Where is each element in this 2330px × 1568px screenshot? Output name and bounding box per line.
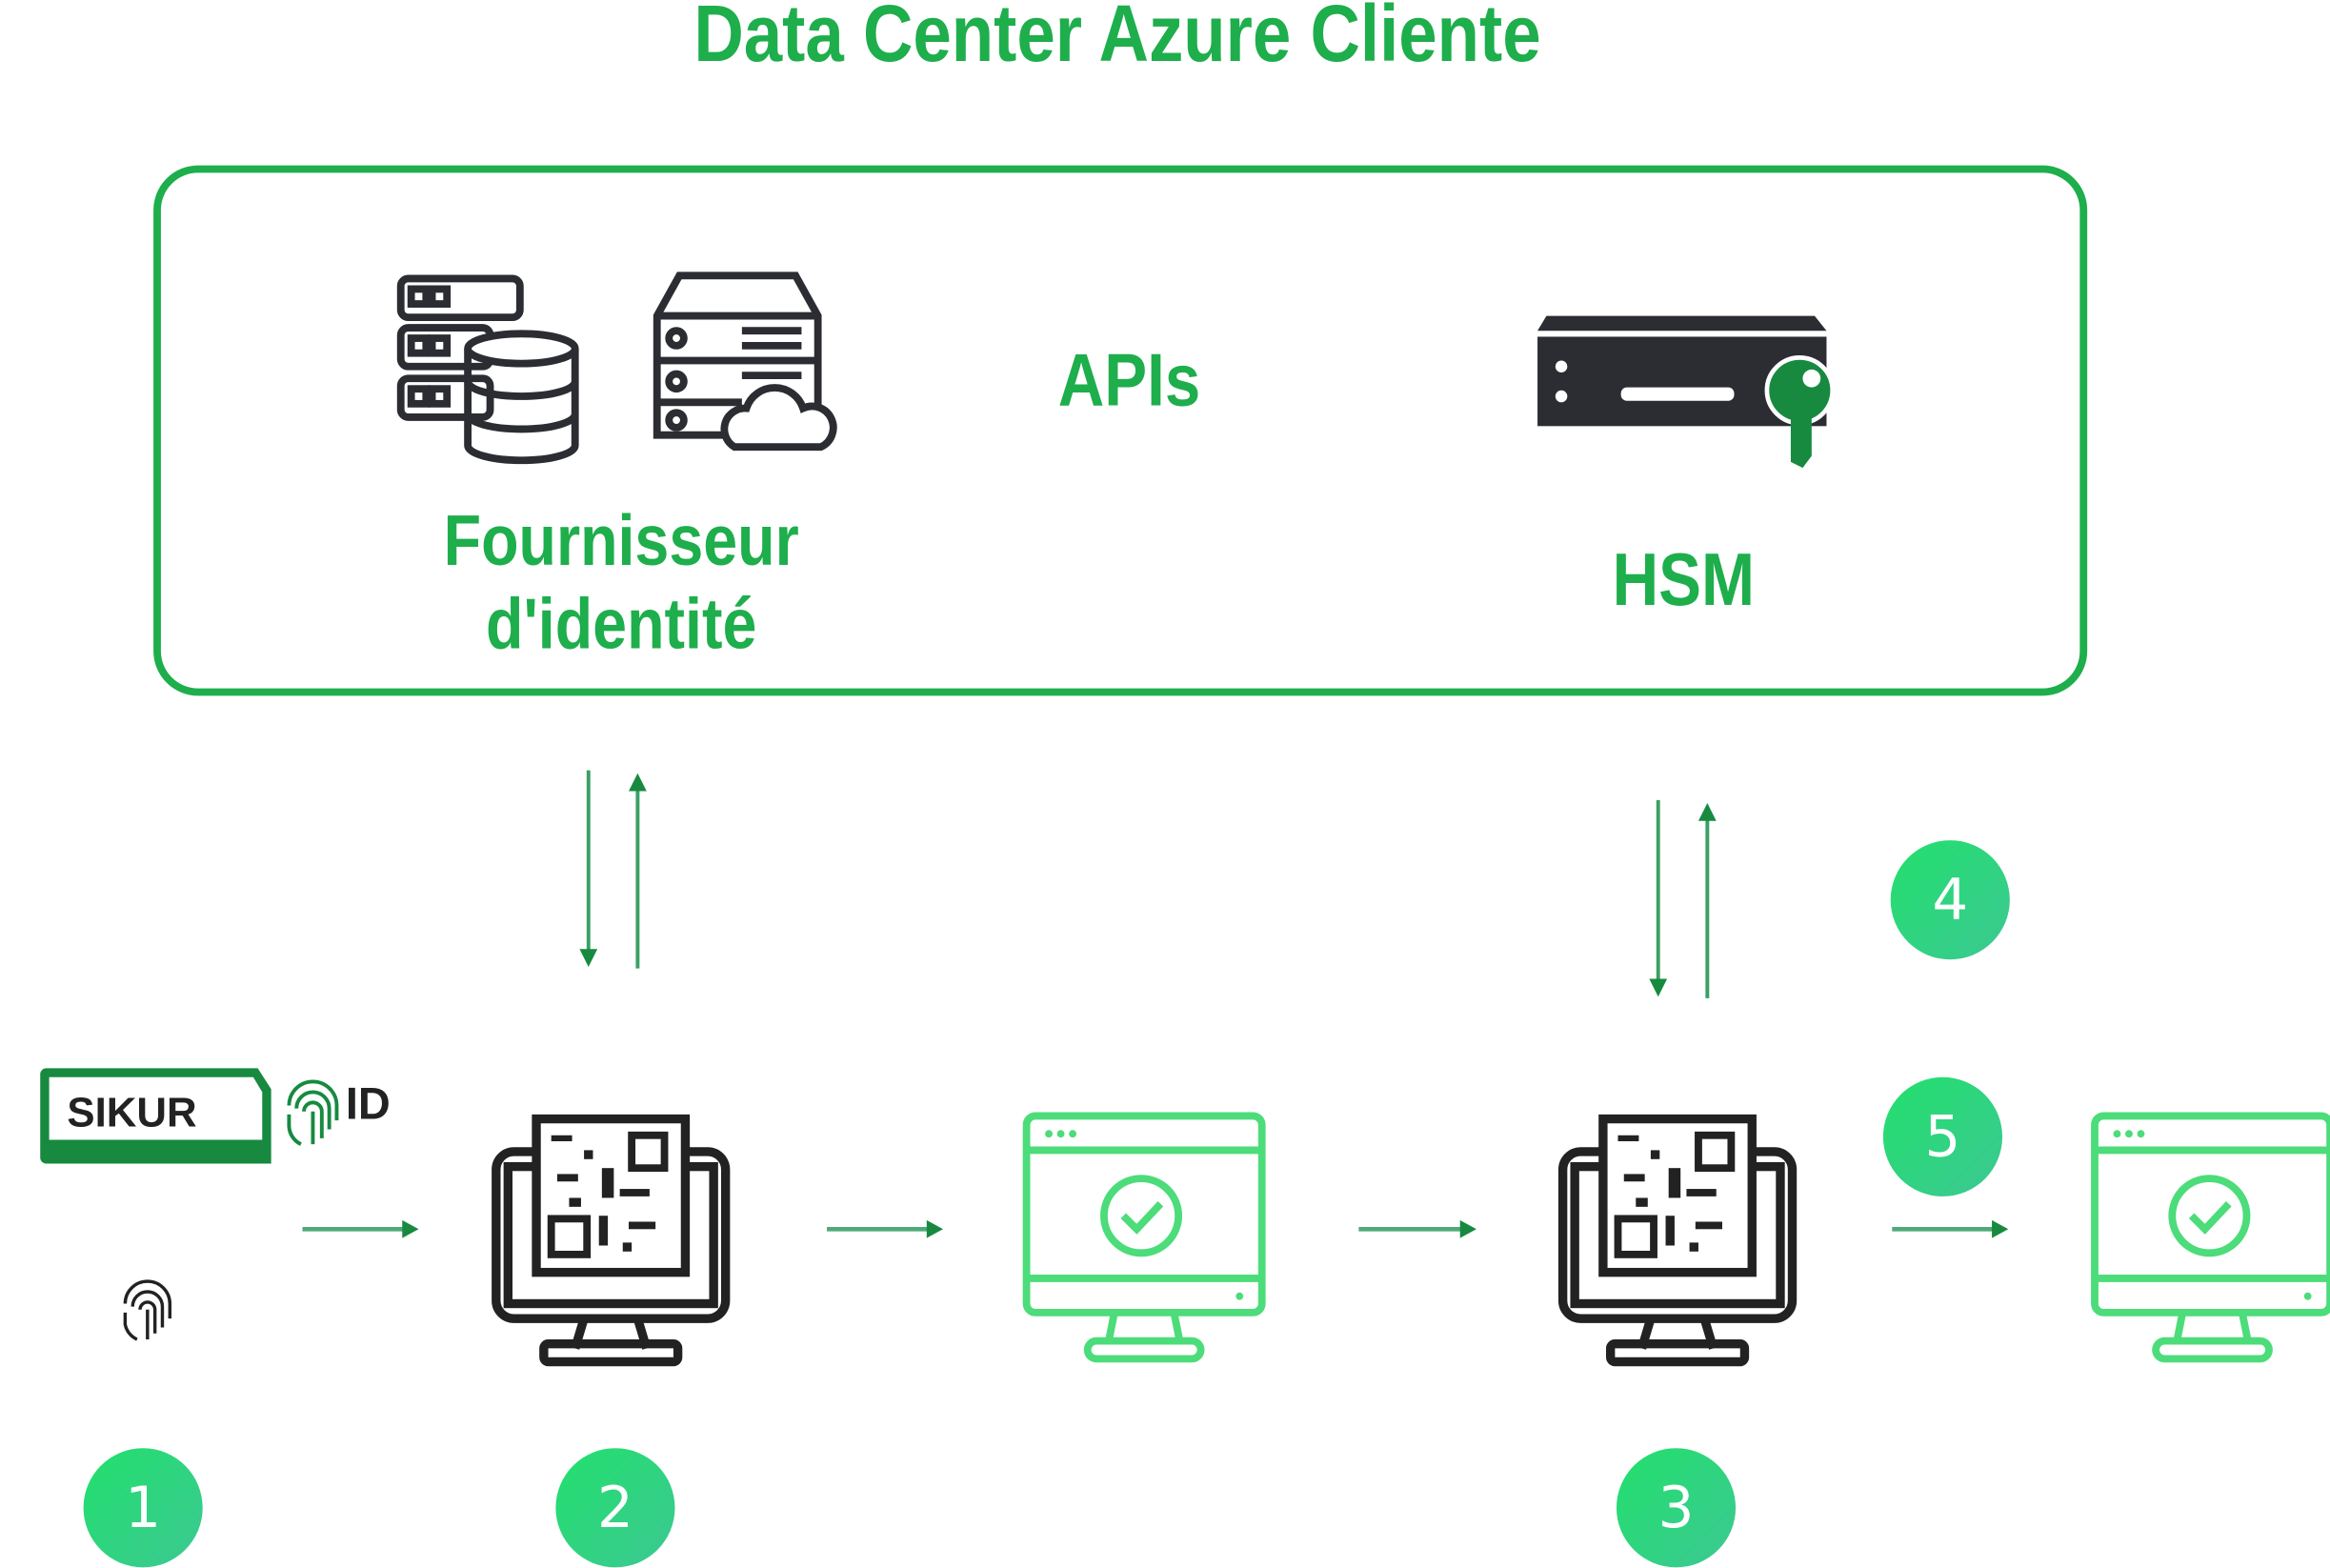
identity-provider-line1: Fournisseur [443,502,799,581]
qr-monitor-icon [1557,1114,1798,1367]
hsm-device-icon [1537,315,1836,469]
datacenter-box [153,165,2088,696]
step-1-badge: 1 [83,1448,203,1568]
step-2-badge: 2 [555,1448,675,1568]
diagram-title: Data Center Azure Cliente [693,0,1541,79]
arrow-down-icon [1649,978,1668,997]
identity-provider-label: Fournisseur d'identité [420,501,822,668]
arrow-right-icon [1992,1219,2009,1238]
arrow-up-icon [1697,802,1717,821]
arrow-down-icon [579,949,598,968]
identity-provider-line2: d'identité [486,585,757,665]
apis-label: APIs [1057,338,1201,422]
verified-monitor-icon [1022,1112,1266,1363]
hsm-label: HSM [1612,537,1756,622]
arrow-up-icon [629,773,647,792]
arrow-right-icon [926,1219,944,1238]
arrow-right-icon [1459,1219,1476,1238]
fingerprint-icon [287,1079,339,1146]
fingerprint-icon [123,1279,172,1341]
sikur-logo: SIKUR [40,1068,271,1164]
logo-brand-text: SIKUR [67,1089,196,1136]
database-server-icon [396,274,579,465]
idp-exchange-arrows [579,770,647,969]
step-4-badge: 4 [1890,840,2010,960]
arrow-right-icon [402,1219,419,1238]
qr-monitor-icon [492,1114,731,1367]
logo-suffix: ID [345,1079,391,1130]
cloud-server-icon [653,271,837,452]
step-5-badge: 5 [1882,1076,2003,1196]
verified-monitor-icon [2091,1112,2330,1363]
step-3-badge: 3 [1616,1448,1737,1568]
hsm-exchange-arrows [1649,799,1717,998]
